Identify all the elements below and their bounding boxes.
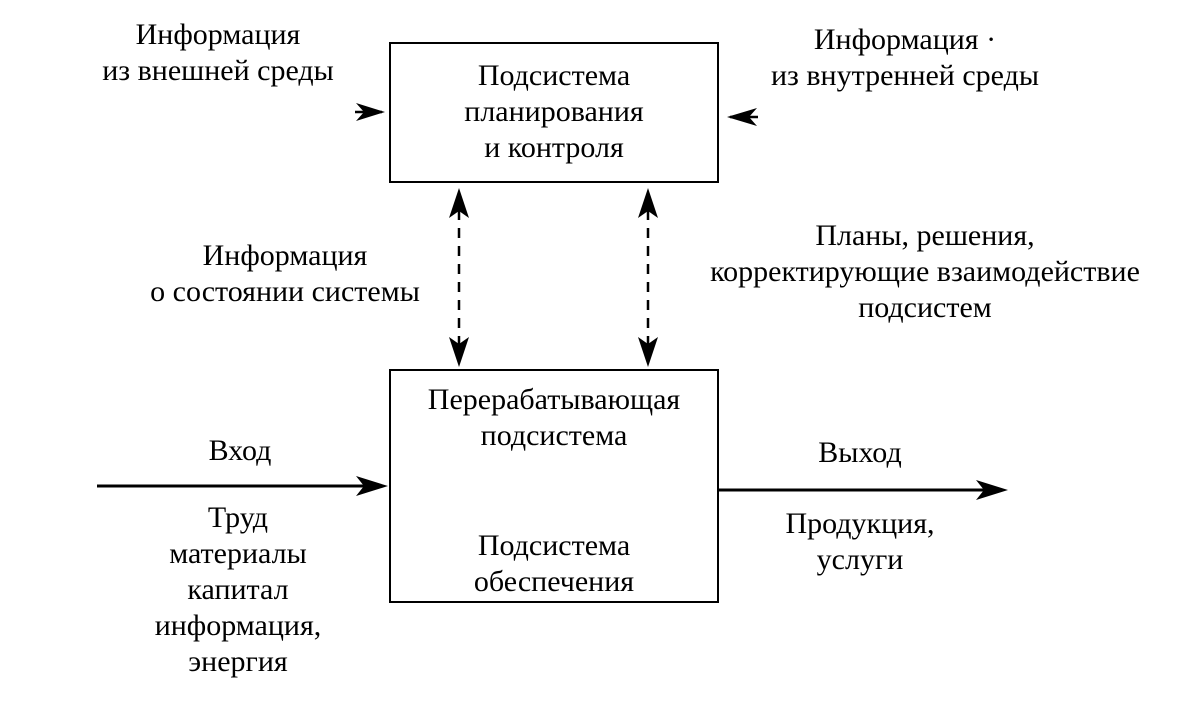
processing-subsystem-box: Перерабатывающая подсистема Подсистема о… [389,369,719,603]
output-arrow [717,480,1008,500]
plans-label: Планы, решения, корректирующие взаимодей… [665,218,1185,326]
output-line1: Продукция, [785,507,935,540]
input-item-capital: капитал [187,573,289,606]
state-info-label: Информация о состоянии системы [125,238,445,310]
planning-box-line3: и контроля [484,131,624,164]
internal-info-arrow [727,108,758,126]
external-info-line2: из внешней среды [102,54,334,87]
output-title: Выход [818,436,902,469]
state-info-dashed-arrow [449,188,469,367]
output-items: Продукция, услуги [745,506,975,578]
internal-info-line2: из внутренней среды [770,59,1040,92]
input-arrow [97,476,388,496]
support-line2: обеспечения [473,565,635,598]
internal-info-label: Информация · из внутренней среды [735,22,1075,94]
internal-info-line1: Информация · [813,23,997,56]
processing-line1: Перерабатывающая [427,383,681,416]
external-info-label: Информация из внешней среды [88,17,348,89]
planning-box-line2: планирования [464,95,644,128]
external-info-line1: Информация [135,18,301,51]
plans-line1: Планы, решения, [815,219,1035,252]
plans-dashed-arrow [638,188,658,367]
input-item-information: информация, [154,609,322,642]
input-item-energy: энергия [188,645,288,678]
plans-line2: корректирующие взаимодействие [710,255,1140,288]
planning-box-line1: Подсистема [477,59,631,92]
input-title: Вход [208,434,272,467]
output-line2: услуги [816,543,904,576]
support-line1: Подсистема [477,529,631,562]
state-info-line1: Информация [202,239,368,272]
plans-line3: подсистем [858,291,992,324]
external-info-arrow [355,103,385,121]
state-info-line2: о состоянии системы [150,275,420,308]
input-item-labor: Труд [207,501,269,534]
input-items-list: Труд материалы капитал информация, энерг… [108,500,368,680]
input-item-materials: материалы [169,537,307,570]
planning-control-subsystem-box: Подсистема планирования и контроля [389,42,719,183]
processing-line2: подсистема [480,419,628,452]
